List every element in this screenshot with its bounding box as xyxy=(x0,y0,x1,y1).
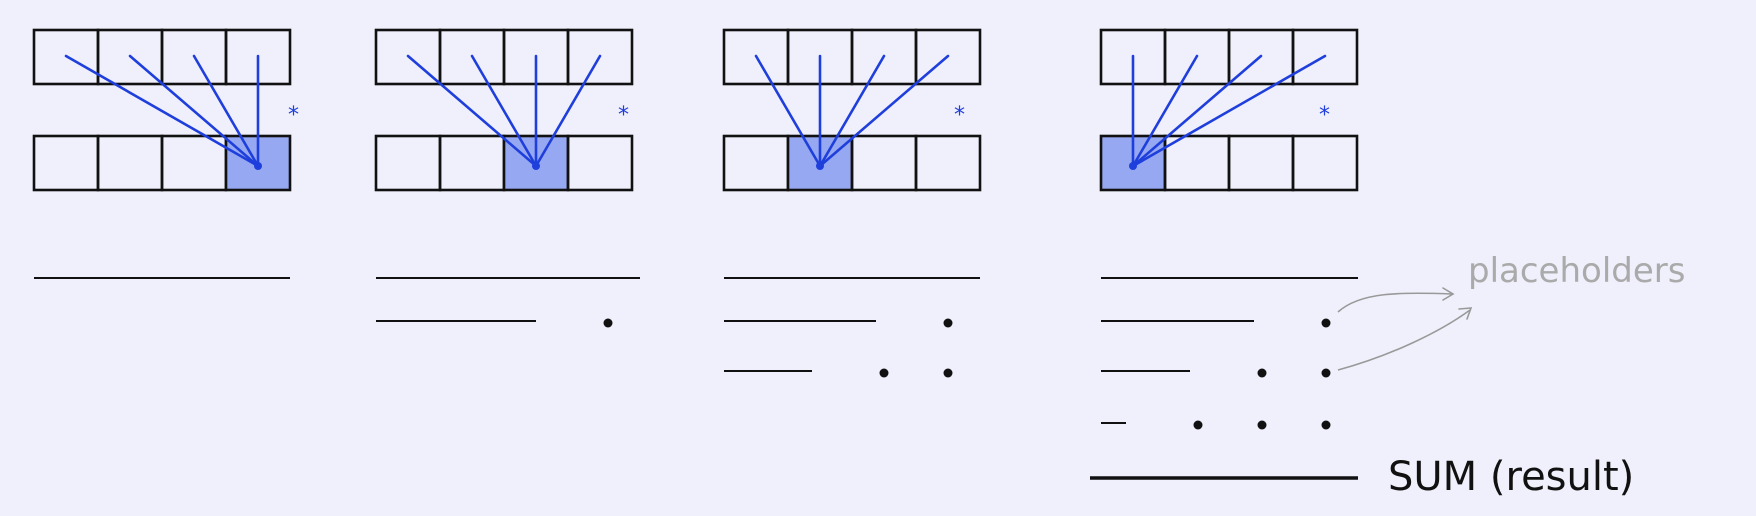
partial-rows-panel-3 xyxy=(724,277,980,378)
placeholder-dot xyxy=(1193,420,1203,430)
panel-4: * xyxy=(1099,28,1359,192)
weight-line xyxy=(818,54,950,168)
star-marker: * xyxy=(1319,103,1330,128)
panel-3: * xyxy=(722,28,982,192)
output-cell xyxy=(1227,134,1295,192)
weight-line xyxy=(1131,54,1199,168)
placeholder-arrow-2 xyxy=(1337,309,1471,371)
input-cell xyxy=(1291,28,1359,86)
anchor-dot xyxy=(1129,162,1137,170)
star-marker: * xyxy=(288,103,299,128)
weight-line xyxy=(1131,54,1263,168)
weight-line xyxy=(470,54,538,168)
anchor-dot xyxy=(816,162,824,170)
panels-group: * * * * xyxy=(32,28,1359,192)
partial-sum-rows xyxy=(34,277,1358,430)
weight-line xyxy=(754,54,822,168)
placeholder-dot xyxy=(1321,420,1331,430)
placeholder-arrowhead-1 xyxy=(1442,287,1455,301)
output-cell xyxy=(850,134,918,192)
weight-line xyxy=(534,54,602,168)
weight-line xyxy=(192,54,260,168)
sum-result-label: SUM (result) xyxy=(1388,454,1634,500)
annotations-group: placeholders SUM (result) xyxy=(1090,251,1685,500)
partial-rows-panel-4 xyxy=(1101,277,1358,430)
input-cell xyxy=(914,28,982,86)
output-cell xyxy=(96,134,164,192)
placeholder-dot xyxy=(1321,318,1331,328)
output-cell xyxy=(374,134,442,192)
weight-line xyxy=(128,54,260,168)
placeholder-dot xyxy=(1321,368,1331,378)
placeholders-label: placeholders xyxy=(1468,251,1685,291)
placeholder-dot xyxy=(943,318,953,328)
output-cell xyxy=(722,134,790,192)
weight-line xyxy=(1131,54,1327,168)
output-cell xyxy=(914,134,982,192)
placeholder-dot xyxy=(603,318,613,328)
output-cell xyxy=(438,134,506,192)
placeholder-dot xyxy=(1257,368,1267,378)
output-cell xyxy=(1163,134,1231,192)
placeholder-dot xyxy=(1257,420,1267,430)
panel-2: * xyxy=(374,28,634,192)
partial-rows-panel-2 xyxy=(376,277,640,328)
placeholder-arrowhead-2 xyxy=(1458,307,1473,320)
placeholder-dot xyxy=(943,368,953,378)
weight-line xyxy=(64,54,260,168)
output-cell xyxy=(160,134,228,192)
star-marker: * xyxy=(954,103,965,128)
input-cell xyxy=(566,28,634,86)
output-cell xyxy=(566,134,634,192)
placeholder-arrow-1 xyxy=(1337,292,1453,313)
output-cell xyxy=(32,134,100,192)
anchor-dot xyxy=(532,162,540,170)
star-marker: * xyxy=(618,103,629,128)
placeholder-dot xyxy=(879,368,889,378)
anchor-dot xyxy=(254,162,262,170)
weight-line xyxy=(406,54,538,168)
panel-1: * xyxy=(32,28,299,192)
weight-line xyxy=(818,54,886,168)
output-cell xyxy=(1291,134,1359,192)
